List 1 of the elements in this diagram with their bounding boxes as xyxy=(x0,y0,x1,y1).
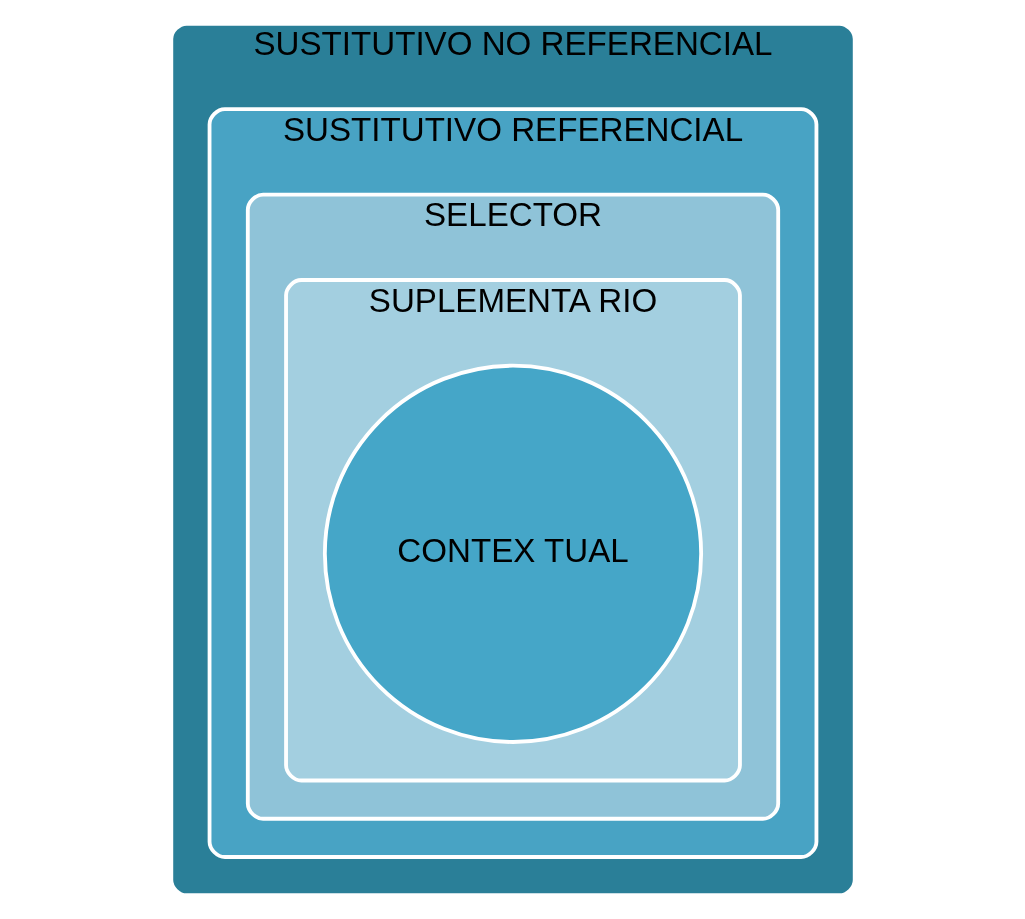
node-circle: CONTEX TUAL xyxy=(322,363,703,744)
